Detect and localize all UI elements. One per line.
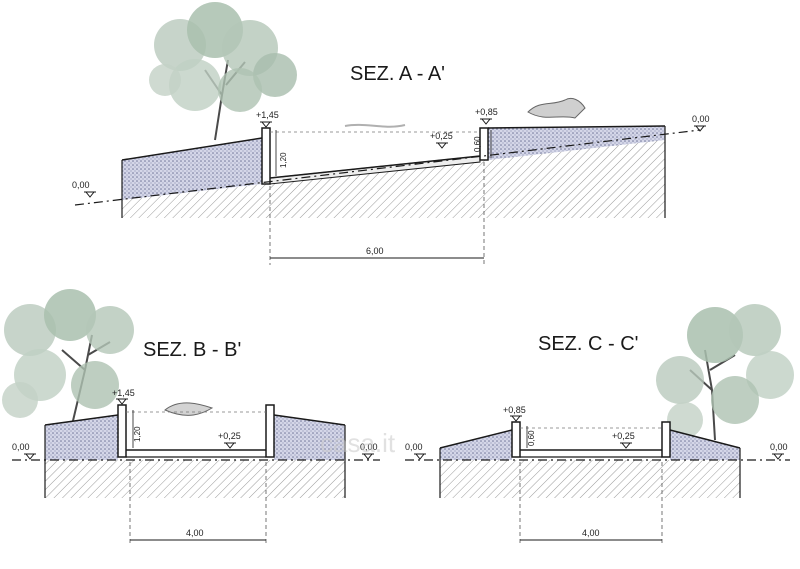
height-right-a: 0,60 [473, 136, 482, 152]
tree-c-illustration [656, 304, 794, 441]
wall-right-a [479, 127, 489, 161]
level-ground-right-c: 0,00 [770, 442, 788, 452]
height-left-a: 1,20 [279, 152, 288, 168]
wall-left-b [117, 404, 127, 458]
level-floor-c: +0,25 [612, 431, 635, 441]
tree-a-illustration [149, 2, 297, 141]
wall-left-c [511, 421, 521, 458]
fill-left-a [122, 138, 262, 200]
wall-right-b [265, 404, 275, 458]
level-ground-left-a: 0,00 [72, 180, 90, 190]
fill-right-b [274, 415, 345, 460]
fill-right-c [670, 430, 740, 460]
level-wall-left-b: +1,45 [112, 388, 135, 398]
level-wall-right-a: +0,85 [475, 107, 498, 117]
section-a: SEZ. A - A' 0,00 0,00 +1,45 +0,25 +0,85 … [72, 2, 710, 265]
level-floor-b: +0,25 [218, 431, 241, 441]
section-c-title: SEZ. C - C' [538, 333, 639, 355]
level-ground-right-b: 0,00 [360, 442, 378, 452]
level-wall-left-c: +0,85 [503, 405, 526, 415]
section-c: SEZ. C - C' 0,00 0,00 +0,85 +0,25 0,60 4… [405, 304, 794, 545]
wall-left-a [261, 127, 271, 185]
level-ground-left-c: 0,00 [405, 442, 423, 452]
span-b: 4,00 [186, 528, 204, 538]
wall-right-c [661, 421, 671, 458]
section-b-title: SEZ. B - B' [143, 339, 241, 361]
section-b: SEZ. B - B' 0,00 0,00 +1,45 +0,25 1,20 4… [2, 289, 380, 545]
fill-left-b [45, 415, 118, 460]
soil-hatch-a [122, 140, 665, 218]
height-left-c: 0,60 [527, 430, 536, 446]
level-floor-a: +0,25 [430, 131, 453, 141]
level-wall-left-a: +1,45 [256, 110, 279, 120]
level-ground-left-b: 0,00 [12, 442, 30, 452]
span-a: 6,00 [366, 246, 384, 256]
tree-b-illustration [2, 289, 134, 426]
section-a-title: SEZ. A - A' [350, 63, 445, 85]
swimmer-b-illustration [164, 402, 214, 416]
level-ground-right-a: 0,00 [692, 114, 710, 124]
watermark: casa.it [320, 428, 396, 458]
soil-hatch-b [45, 460, 345, 498]
fill-right-a [488, 126, 665, 160]
soil-hatch-c [440, 460, 740, 498]
fill-left-c [440, 430, 512, 460]
height-left-b: 1,20 [133, 426, 142, 442]
water-ripple [344, 123, 406, 128]
swimmer-illustration [527, 97, 586, 119]
span-c: 4,00 [582, 528, 600, 538]
